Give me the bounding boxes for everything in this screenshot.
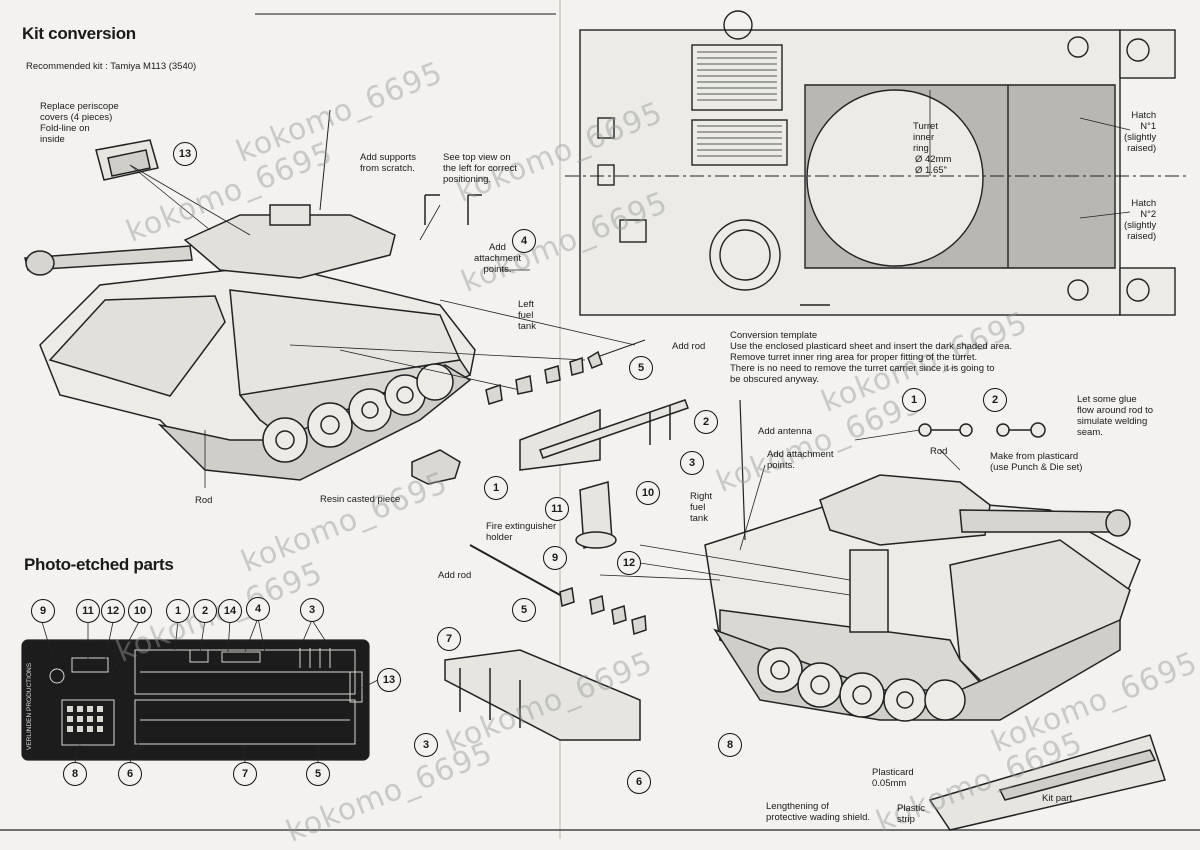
pe-callout-6: 6 (118, 762, 142, 786)
topview-note: See top view on the left for correct pos… (443, 152, 517, 185)
add-rod-label: Add rod (438, 570, 472, 581)
lengthening-label: Lengthening of protective wading shield. (766, 801, 871, 823)
right-vehicle-drawing (444, 399, 1166, 831)
pe-callout-2: 2 (193, 599, 217, 623)
add-attachment-label: Add attachment points. (767, 449, 834, 471)
photo-etched-title: Photo-etched parts (24, 555, 174, 574)
callout-9: 9 (543, 546, 567, 570)
callout-3-bottom: 3 (414, 733, 438, 757)
callout-12: 12 (617, 551, 641, 575)
callout-2-right: 2 (983, 388, 1007, 412)
plasticard-note: Make from plasticard (use Punch & Die se… (990, 451, 1083, 473)
callout-5-top: 5 (629, 356, 653, 380)
pe-callout-14: 14 (218, 599, 242, 623)
fire-extinguisher-label: Fire extinguisher holder (486, 521, 557, 543)
glue-note: Let some glue flow around rod to simulat… (1077, 394, 1154, 438)
supports-note: Add supports from scratch. (360, 152, 416, 174)
add-antenna-label: Add antenna (758, 426, 812, 437)
left-vehicle-drawing (24, 109, 689, 488)
photo-etched-fret (21, 617, 379, 763)
hatch-1-label: Hatch N°1 (slightly raised) (1124, 110, 1157, 154)
callout-4: 4 (512, 229, 536, 253)
fret-brand: VERLINDEN PRODUCTIONS (26, 662, 33, 750)
ring-diameter-in: Ø 1.65" (915, 165, 947, 176)
callout-1-top: 1 (484, 476, 508, 500)
pe-callout-9: 9 (31, 599, 55, 623)
pe-callout-11: 11 (76, 599, 100, 623)
pe-callout-7: 7 (233, 762, 257, 786)
pe-callout-13: 13 (377, 668, 401, 692)
left-fuel-tank-label: Left fuel tank (518, 299, 536, 332)
add-rod-top-label: Add rod (672, 341, 706, 352)
pe-callout-12: 12 (101, 599, 125, 623)
top-view-template (565, 10, 1190, 316)
callout-10: 10 (636, 481, 660, 505)
callout-5-bottom: 5 (512, 598, 536, 622)
kit-conversion-title: Kit conversion (22, 24, 136, 43)
rod-label: Rod (195, 495, 213, 506)
callout-13: 13 (173, 142, 197, 166)
periscope-note: Replace periscope covers (4 pieces) Fold… (40, 101, 119, 145)
callout-11: 11 (545, 497, 569, 521)
pe-callout-4: 4 (246, 597, 270, 621)
kit-part-label: Kit part (1042, 793, 1073, 804)
callout-8: 8 (718, 733, 742, 757)
template-note: Conversion template Use the enclosed pla… (730, 330, 1013, 385)
ring-diameter-mm: Ø 42mm (915, 154, 952, 165)
callout-7: 7 (437, 627, 461, 651)
callout-6: 6 (627, 770, 651, 794)
pe-callout-8: 8 (63, 762, 87, 786)
pe-callout-1: 1 (166, 599, 190, 623)
callout-2-top: 2 (694, 410, 718, 434)
plastic-strip-label: Plastic strip (897, 803, 925, 825)
plasticard-label: Plasticard 0.05mm (872, 767, 914, 789)
turret-ring-label: Turret inner ring (913, 121, 938, 154)
resin-piece-label: Resin casted piece (320, 494, 401, 505)
right-fuel-tank-label: Right fuel tank (690, 491, 713, 524)
rod-label-right: Rod (930, 446, 948, 457)
pe-callout-5: 5 (306, 762, 330, 786)
attachment-note: Add attachment points. (474, 242, 521, 275)
pe-callout-10: 10 (128, 599, 152, 623)
pe-callout-3: 3 (300, 598, 324, 622)
recommended-kit: Recommended kit : Tamiya M113 (3540) (26, 61, 197, 72)
callout-3-top: 3 (680, 451, 704, 475)
callout-1-right: 1 (902, 388, 926, 412)
hatch-2-label: Hatch N°2 (slightly raised) (1124, 198, 1157, 242)
